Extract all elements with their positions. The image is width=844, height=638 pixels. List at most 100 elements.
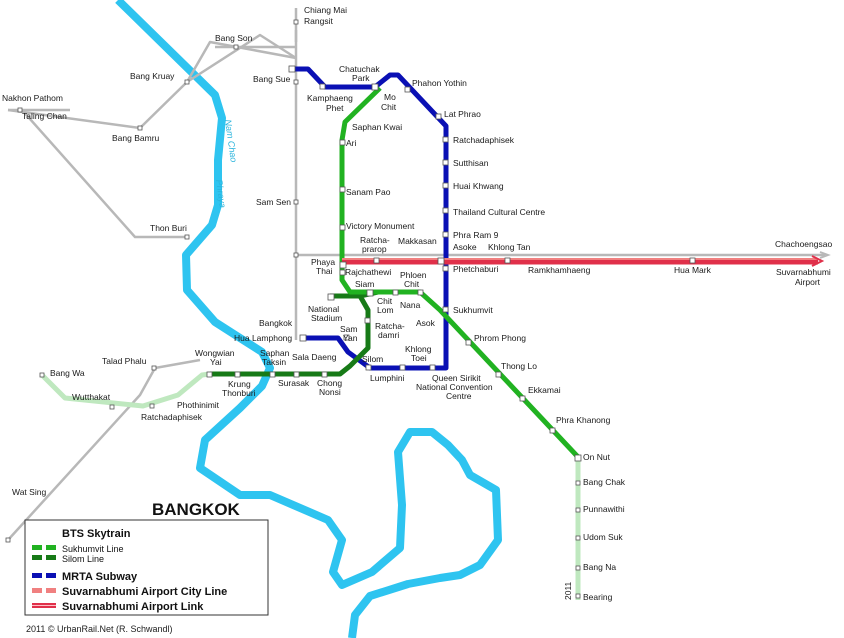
label-ratchadamri-1: Ratcha- <box>375 321 405 331</box>
label-kamphaeng-1: Kamphaeng <box>307 93 353 103</box>
label-rajchathewi: Rajchathewi <box>345 267 391 277</box>
label-khlong-tan: Khlong Tan <box>488 242 531 252</box>
label-wutthakat: Wutthakat <box>72 392 111 402</box>
eastern-rail-arrow <box>819 251 831 259</box>
label-chong-nonsi-2: Nonsi <box>319 387 341 397</box>
label-mo-chit-1: Mo <box>384 92 396 102</box>
label-phra-ram-9: Phra Ram 9 <box>453 230 499 240</box>
label-bangkok: Bangkok <box>259 318 293 328</box>
label-ratchadamri-2: damri <box>378 330 399 340</box>
label-phetchaburi: Phetchaburi <box>453 264 498 274</box>
credit-text: 2011 © UrbanRail.Net (R. Schwandl) <box>26 624 173 634</box>
label-bang-wa: Bang Wa <box>50 368 85 378</box>
legend-box <box>24 519 269 616</box>
label-wongwian-yai-1: Wongwian <box>195 348 235 358</box>
label-bang-na: Bang Na <box>583 562 616 572</box>
label-ratchadaphisek: Ratchadaphisek <box>453 135 515 145</box>
label-khlong-toei-1: Khlong <box>405 344 432 354</box>
label-nakhon-pathom: Nakhon Pathom <box>2 93 63 103</box>
label-talad-phalu: Talad Phalu <box>102 356 147 366</box>
label-chatuchak-1: Chatuchak <box>339 64 380 74</box>
label-surasak: Surasak <box>278 378 310 388</box>
label-silom: Silom <box>362 354 383 364</box>
station-markers <box>5 19 696 599</box>
label-phloen-chit-1: Phloen <box>400 270 427 280</box>
label-qsncc-2: National Convention <box>416 382 493 392</box>
label-bang-sue: Bang Sue <box>253 74 291 84</box>
station-labels: Bang Son Chiang Mai Rangsit Bang Kruay N… <box>2 5 832 602</box>
label-wat-sing: Wat Sing <box>12 487 46 497</box>
label-bearing: Bearing <box>583 592 613 602</box>
sukhumvit-line <box>339 86 580 459</box>
label-chit-lom-2: Lom <box>377 305 394 315</box>
label-sam-yan-2: Yan <box>343 333 358 343</box>
label-year-2011: 2011 <box>563 581 573 600</box>
legend-silom-label: Silom Line <box>62 554 104 564</box>
label-bang-son: Bang Son <box>215 33 253 43</box>
label-khlong-toei-2: Toei <box>411 353 427 363</box>
label-chiang-mai: Chiang Mai <box>304 5 347 15</box>
label-thon-buri: Thon Buri <box>150 223 187 233</box>
legend-airport-link-label: Suvarnabhumi Airport Link <box>62 601 204 613</box>
label-sam-yan-1: Sam <box>340 324 357 334</box>
label-saphan-taksin-1: Saphan <box>260 348 290 358</box>
label-hua-lamphong: Hua Lamphong <box>234 333 292 343</box>
label-sukhumvit: Sukhumvit <box>453 305 493 315</box>
label-rangsit: Rangsit <box>304 16 333 26</box>
label-bang-kruay: Bang Kruay <box>130 71 175 81</box>
legend-sukhumvit-label: Sukhumvit Line <box>62 544 124 554</box>
label-phaya-thai-1: Phaya <box>311 257 335 267</box>
label-udom-suk: Udom Suk <box>583 532 623 542</box>
label-victory-monument: Victory Monument <box>346 221 415 231</box>
rail-maeklong <box>7 358 201 541</box>
rail-thon-buri <box>21 109 187 239</box>
label-national-stadium-1: National <box>308 304 339 314</box>
chao-phraya-river <box>115 0 502 638</box>
label-asok: Asok <box>416 318 436 328</box>
label-bang-bamru: Bang Bamru <box>112 133 160 143</box>
label-lumphini: Lumphini <box>370 373 405 383</box>
river-label-1: Nam Chao <box>223 119 239 163</box>
label-sam-sen: Sam Sen <box>256 197 291 207</box>
label-ratchaprarop-2: prarop <box>362 244 387 254</box>
label-phra-khanong: Phra Khanong <box>556 415 611 425</box>
label-chatuchak-2: Park <box>352 73 370 83</box>
label-sutthisan: Sutthisan <box>453 158 489 168</box>
label-thailand-cultural-centre: Thailand Cultural Centre <box>453 207 545 217</box>
label-saphan-kwai: Saphan Kwai <box>352 122 402 132</box>
silom-extension-west <box>40 371 211 409</box>
label-ramkhamhaeng: Ramkhamhaeng <box>528 265 591 275</box>
label-ratchadaphisek-sw: Ratchadaphisek <box>141 412 203 422</box>
label-bang-chak: Bang Chak <box>583 477 626 487</box>
label-qsncc-3: Centre <box>446 391 472 401</box>
label-makkasan: Makkasan <box>398 236 437 246</box>
label-mo-chit-2: Chit <box>381 102 397 112</box>
label-asoke: Asoke <box>453 242 477 252</box>
label-taling-chan: Taling Chan <box>22 111 67 121</box>
label-phaya-thai-2: Thai <box>316 266 333 276</box>
label-sanam-pao: Sanam Pao <box>346 187 391 197</box>
label-wongwian-yai-2: Yai <box>210 357 222 367</box>
label-national-stadium-2: Stadium <box>311 313 342 323</box>
label-krung-thonburi-1: Krung <box>228 379 251 389</box>
label-qsncc-1: Queen Sirikit <box>432 373 481 383</box>
label-phloen-chit-2: Chit <box>404 279 420 289</box>
label-suvarnabhumi-2: Airport <box>795 277 821 287</box>
label-saphan-taksin-2: Taksin <box>262 357 286 367</box>
legend-bts-heading: BTS Skytrain <box>62 528 131 540</box>
airport-link-arrow <box>811 255 825 267</box>
label-chachoengsao: Chachoengsao <box>775 239 832 249</box>
legend-city-line-label: Suvarnabhumi Airport City Line <box>62 586 227 598</box>
legend: BTS Skytrain Sukhumvit Line Silom Line M… <box>24 519 269 616</box>
label-phrom-phong: Phrom Phong <box>474 333 526 343</box>
label-thong-lo: Thong Lo <box>501 361 537 371</box>
label-phahon-yothin: Phahon Yothin <box>412 78 467 88</box>
label-kamphaeng-2: Phet <box>326 103 344 113</box>
label-sala-daeng: Sala Daeng <box>292 352 337 362</box>
map-title: BANGKOK <box>152 500 241 519</box>
label-phothinimit: Phothinimit <box>177 400 220 410</box>
label-on-nut: On Nut <box>583 452 611 462</box>
mainline-railways <box>7 8 825 541</box>
